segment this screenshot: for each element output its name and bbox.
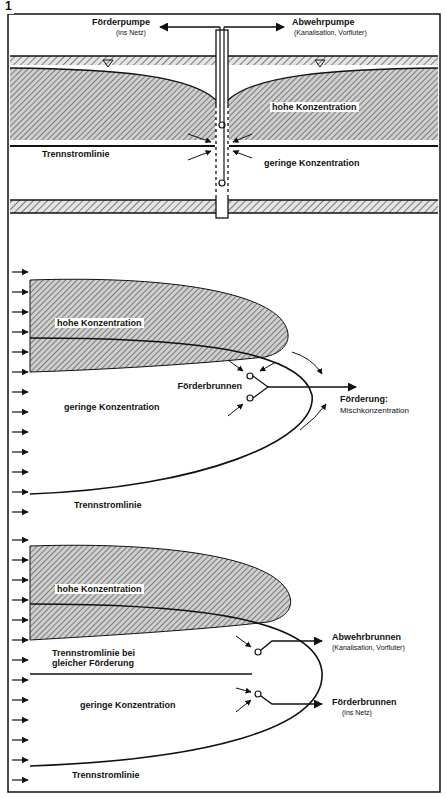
production-well bbox=[247, 373, 253, 379]
flow-arrow bbox=[300, 404, 326, 430]
flow-arrow bbox=[236, 700, 251, 712]
regional-flow-arrows bbox=[12, 272, 28, 780]
riser-pipe bbox=[223, 27, 224, 180]
water-level-symbol bbox=[315, 60, 325, 67]
dividing-streamline bbox=[30, 338, 312, 494]
contaminant-plume bbox=[30, 545, 291, 640]
flow-arrow bbox=[12, 539, 28, 540]
pump-label: Abwehrpumpe bbox=[290, 17, 357, 27]
flow-arrow bbox=[12, 579, 28, 580]
plan-view-mixed bbox=[30, 279, 356, 494]
water-level-symbol bbox=[103, 60, 113, 67]
water-table bbox=[10, 68, 216, 100]
streamline-label: Trennstromlinie bbox=[72, 500, 144, 510]
well-note: (ins Netz) bbox=[340, 709, 374, 717]
flow-arrow bbox=[12, 559, 28, 560]
flow-arrow bbox=[12, 291, 28, 292]
water-table bbox=[228, 68, 438, 100]
flow-arrow bbox=[12, 639, 28, 640]
flow-arrow bbox=[12, 371, 28, 372]
production-well bbox=[255, 691, 261, 697]
dividing-streamline-equal-pumping bbox=[30, 673, 252, 675]
pump-note: (ins Netz) bbox=[114, 29, 148, 37]
flow-arrow bbox=[12, 699, 28, 700]
flow-arrow bbox=[12, 491, 28, 492]
high-concentration-layer bbox=[10, 68, 216, 140]
well-pipe bbox=[253, 387, 268, 398]
flow-arrow bbox=[12, 511, 28, 512]
flow-arrow bbox=[188, 134, 211, 142]
flow-arrow bbox=[233, 151, 252, 158]
flow-arrow bbox=[12, 391, 28, 392]
well-label: Förderbrunnen bbox=[330, 697, 399, 707]
flow-arrow bbox=[228, 404, 243, 416]
flow-arrow bbox=[12, 431, 28, 432]
flow-arrow bbox=[12, 471, 28, 472]
well-label: Förderbrunnen bbox=[176, 381, 245, 391]
defence-well bbox=[255, 649, 261, 655]
defence-pipe-arrow bbox=[224, 26, 284, 28]
zone-label: geringe Konzentration bbox=[262, 158, 362, 168]
flow-arrow bbox=[12, 659, 28, 660]
flow-arrow bbox=[12, 719, 28, 720]
flow-arrow bbox=[12, 271, 28, 272]
flow-arrow bbox=[236, 688, 251, 692]
flow-arrow bbox=[12, 739, 28, 740]
flow-arrow bbox=[12, 759, 28, 760]
streamline-label: Trennstromlinie bei gleicher Förderung bbox=[50, 648, 166, 669]
flow-arrow bbox=[12, 351, 28, 352]
zone-label: hohe Konzentration bbox=[55, 318, 144, 328]
well-screen bbox=[215, 108, 217, 195]
flow-arrow bbox=[12, 331, 28, 332]
flow-arrow bbox=[12, 679, 28, 680]
high-concentration-layer bbox=[228, 68, 438, 140]
flow-arrow bbox=[292, 352, 322, 374]
flow-arrow bbox=[12, 311, 28, 312]
flow-arrow bbox=[228, 360, 243, 371]
dividing-streamline bbox=[30, 604, 322, 766]
production-well bbox=[247, 395, 253, 401]
flow-arrow bbox=[233, 134, 252, 142]
delivery-note: Mischkonzentration bbox=[338, 406, 411, 415]
zone-label: hohe Konzentration bbox=[55, 584, 144, 594]
flow-arrow bbox=[12, 451, 28, 452]
lower-pump bbox=[219, 180, 225, 186]
zone-label: geringe Konzentration bbox=[62, 402, 162, 412]
figure-frame bbox=[8, 14, 440, 792]
well-screen bbox=[227, 108, 229, 195]
flow-arrow bbox=[12, 619, 28, 620]
plan-view-separated bbox=[30, 545, 322, 766]
contaminant-plume bbox=[30, 279, 288, 372]
streamline-label: Trennstromlinie bbox=[70, 770, 142, 780]
defence-arrow bbox=[261, 641, 322, 650]
delivery-arrow bbox=[261, 696, 322, 704]
well-note: (Kanalisation, Vorfluter) bbox=[330, 644, 407, 652]
pump-note: (Kanalisation, Vorfluter) bbox=[292, 29, 369, 37]
flow-arrow bbox=[236, 636, 251, 647]
section-view bbox=[10, 27, 438, 218]
delivery-label: Förderung: bbox=[338, 394, 390, 404]
well-label: Abwehrbrunnen bbox=[330, 632, 403, 642]
figure-number: 1 bbox=[3, 0, 14, 14]
supply-pipe-arrow bbox=[160, 26, 220, 28]
flow-arrow bbox=[188, 151, 211, 160]
delivery-arrow bbox=[268, 386, 356, 388]
pump-label: Förderpumpe bbox=[90, 17, 152, 27]
zone-label: geringe Konzentration bbox=[78, 700, 178, 710]
well-pipe bbox=[253, 376, 268, 387]
flow-arrow bbox=[12, 779, 28, 780]
flow-arrow bbox=[12, 411, 28, 412]
flow-arrow bbox=[12, 599, 28, 600]
flow-arrow bbox=[260, 362, 276, 371]
riser-pipe bbox=[219, 27, 220, 122]
zone-label: hohe Konzentration bbox=[270, 102, 359, 112]
well-casing bbox=[216, 30, 228, 218]
streamline-label: Trennstromlinie bbox=[40, 149, 112, 159]
